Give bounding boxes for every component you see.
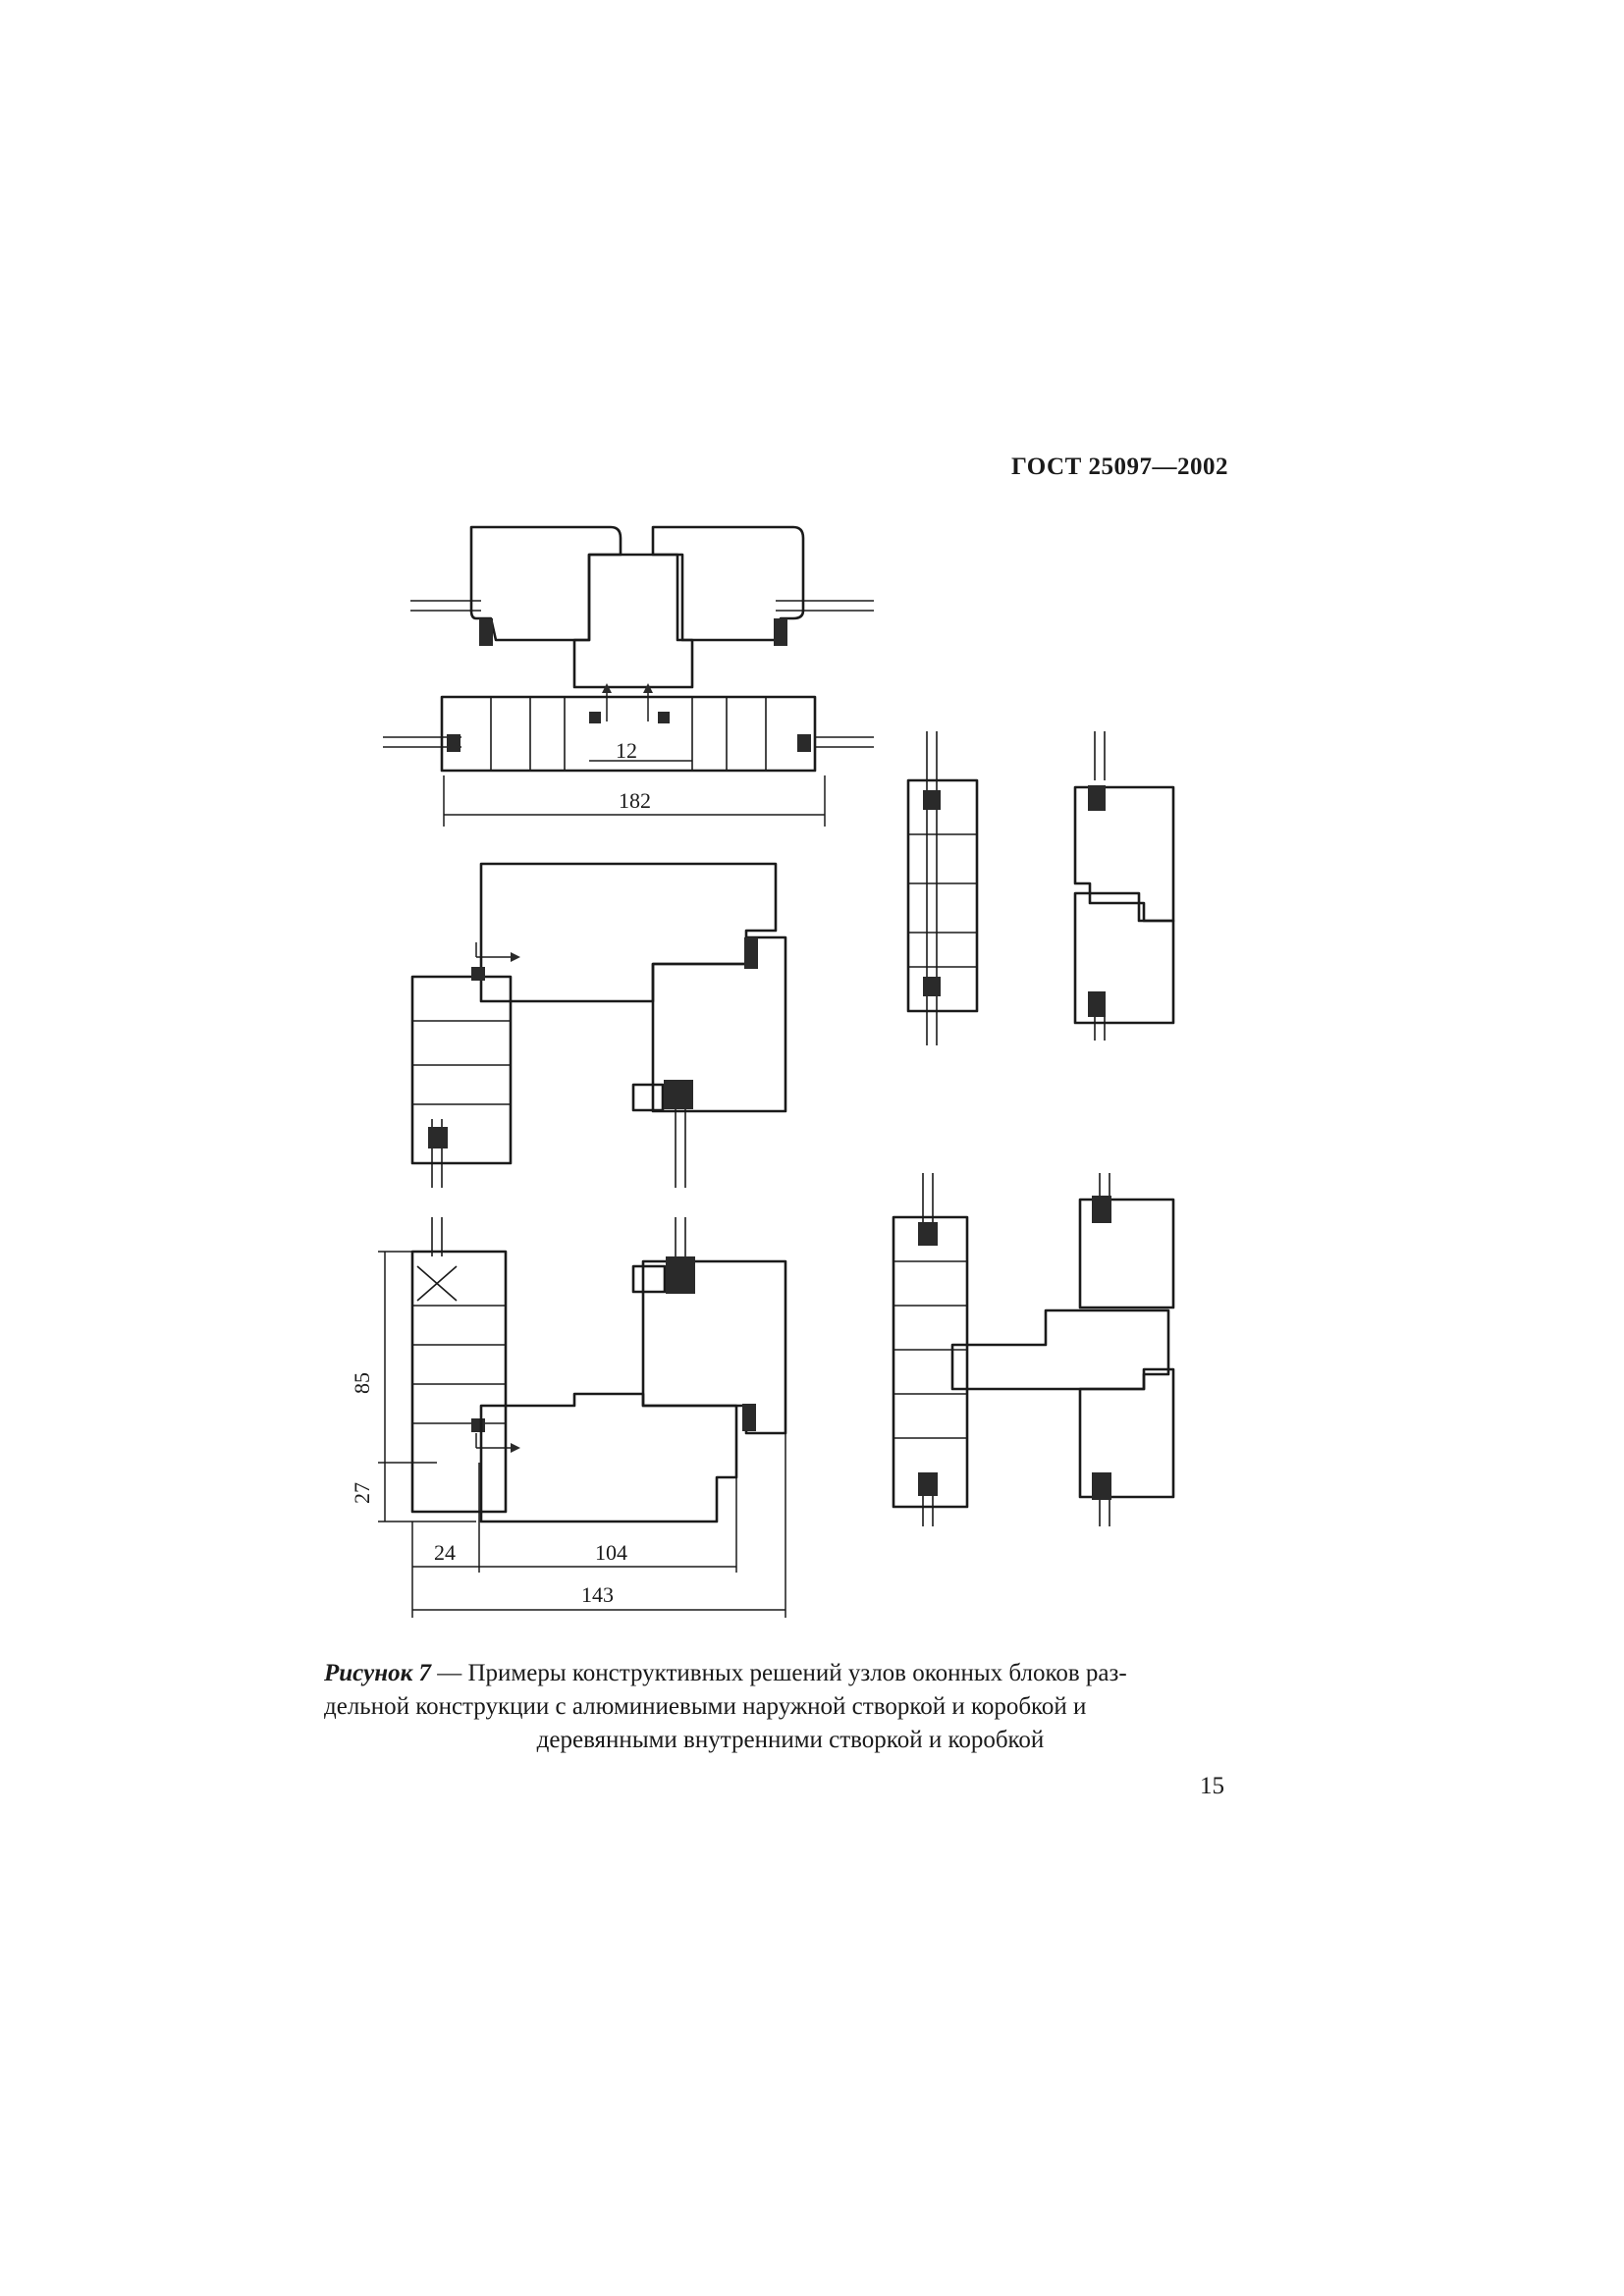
- seal: [918, 1222, 938, 1246]
- wood-mullion: [572, 553, 694, 689]
- arrow-head: [511, 952, 520, 962]
- wood-sash: [1073, 785, 1175, 923]
- aluminium-profile-stack: [892, 1215, 969, 1509]
- caption-label: Рисунок 7: [324, 1660, 431, 1686]
- caption-text-1: Примеры конструктивных решений узлов око…: [467, 1660, 1127, 1686]
- seal: [923, 790, 941, 810]
- arrow-head: [643, 683, 653, 693]
- dimension-85: 85: [350, 1372, 374, 1394]
- dimension-182: 182: [619, 788, 651, 813]
- aluminium-frame: [440, 695, 817, 773]
- detail-left-bottom: 85 27 24 104 143: [350, 1217, 787, 1618]
- aluminium-profile-stack: [410, 975, 513, 1165]
- dimension-27: 27: [350, 1482, 374, 1504]
- dimension-12: 12: [616, 738, 637, 763]
- detail-left-middle: [410, 862, 787, 1188]
- arrow-head: [511, 1443, 520, 1453]
- figure-caption: Рисунок 7 — Примеры конструктивных решен…: [324, 1657, 1257, 1757]
- seal: [658, 712, 670, 723]
- seal: [479, 618, 493, 646]
- detail-top-section: 12 182: [383, 525, 874, 827]
- seal: [1092, 1472, 1111, 1500]
- wood-sash-left: [469, 525, 623, 642]
- wood-mullion: [950, 1308, 1170, 1391]
- caption-line-2: дельной конструкции с алюминиевыми наруж…: [324, 1693, 1087, 1720]
- wood-sash: [479, 862, 778, 1003]
- seal: [1088, 991, 1106, 1017]
- seal: [447, 734, 460, 752]
- bead: [631, 1264, 667, 1294]
- cross-hatch: [416, 1265, 458, 1302]
- dimension-24: 24: [434, 1540, 456, 1565]
- caption-line-3: деревянными внутренними створкой и короб…: [536, 1727, 1045, 1753]
- detail-right-bottom: [892, 1173, 1175, 1526]
- seal: [471, 1418, 485, 1432]
- dimension-143: 143: [581, 1582, 614, 1607]
- wood-sash-upper: [1078, 1198, 1175, 1309]
- seal: [471, 967, 485, 981]
- seal: [589, 712, 601, 723]
- detail-right-top: [906, 731, 1175, 1045]
- aluminium-profile-stack: [410, 1250, 508, 1514]
- wood-sash-lower: [1078, 1367, 1175, 1499]
- wood-frame: [1073, 891, 1175, 1025]
- seal: [797, 734, 811, 752]
- seal: [774, 618, 787, 646]
- seal: [744, 937, 758, 969]
- wood-sash: [479, 1392, 738, 1523]
- bead: [631, 1083, 665, 1112]
- seal: [428, 1127, 448, 1148]
- wood-frame: [641, 1259, 787, 1435]
- document-header: ГОСТ 25097—2002: [1011, 454, 1229, 480]
- dimension-104: 104: [595, 1540, 627, 1565]
- seal: [918, 1472, 938, 1496]
- page-number: 15: [1200, 1773, 1224, 1799]
- seal: [664, 1080, 693, 1109]
- caption-dash: —: [431, 1660, 468, 1686]
- aluminium-profile-stack: [906, 778, 979, 1013]
- seal: [742, 1404, 756, 1431]
- seal: [923, 977, 941, 996]
- arrow-head: [602, 683, 612, 693]
- seal: [1088, 785, 1106, 811]
- seal: [666, 1256, 695, 1294]
- caption-line-1: Рисунок 7 — Примеры конструктивных решен…: [324, 1657, 1257, 1690]
- seal: [1092, 1196, 1111, 1223]
